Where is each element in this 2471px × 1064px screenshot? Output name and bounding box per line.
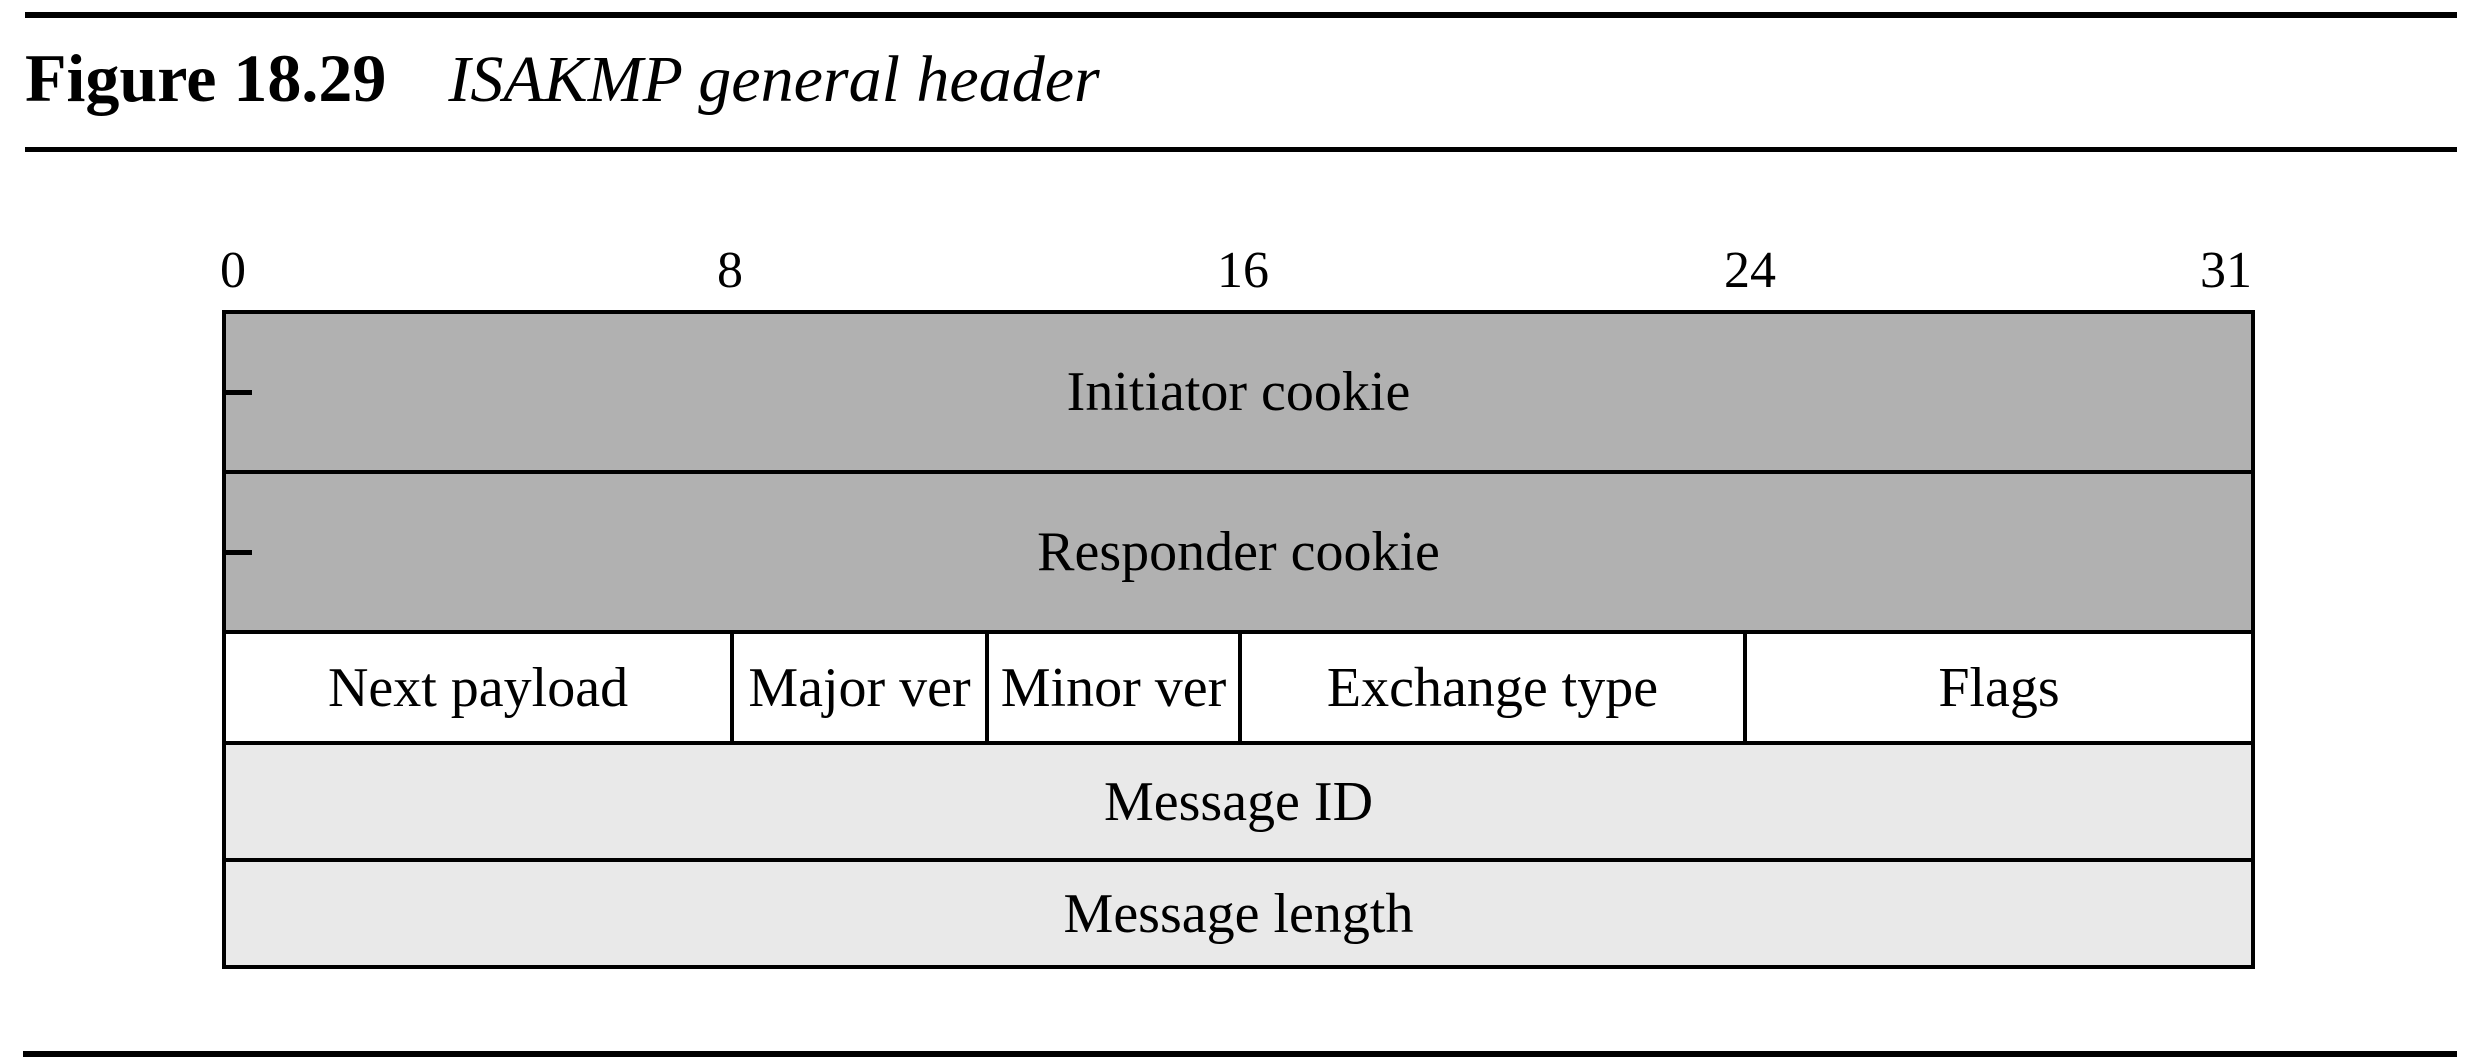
bit-label-8: 8 bbox=[717, 242, 743, 299]
cell-exchange-type: Exchange type bbox=[1238, 634, 1743, 741]
row-fields: Next payload Major ver Minor ver Exchang… bbox=[226, 634, 2251, 745]
minor-ver-label: Minor ver bbox=[1000, 656, 1227, 719]
row-responder-cookie: Responder cookie bbox=[226, 474, 2251, 634]
bit-ruler: 0 8 16 24 31 bbox=[0, 245, 2471, 297]
isakmp-header-diagram: Initiator cookie Responder cookie Next p… bbox=[222, 310, 2255, 969]
bit-label-16: 16 bbox=[1217, 242, 1269, 299]
initiator-cookie-tick bbox=[226, 390, 252, 395]
top-rule bbox=[25, 12, 2457, 18]
bit-label-24: 24 bbox=[1724, 242, 1776, 299]
flags-label: Flags bbox=[1938, 656, 2060, 719]
next-payload-label: Next payload bbox=[327, 656, 629, 719]
major-ver-label: Major ver bbox=[748, 656, 971, 719]
exchange-type-label: Exchange type bbox=[1326, 656, 1659, 719]
message-length-label: Message length bbox=[1063, 882, 1414, 945]
bit-label-0: 0 bbox=[220, 242, 246, 299]
row-message-id: Message ID bbox=[226, 745, 2251, 862]
message-id-label: Message ID bbox=[1103, 770, 1374, 833]
row-initiator-cookie: Initiator cookie bbox=[226, 314, 2251, 474]
bottom-rule bbox=[23, 1051, 2457, 1057]
responder-cookie-tick bbox=[226, 550, 252, 555]
cell-flags: Flags bbox=[1743, 634, 2251, 741]
title-rule bbox=[25, 147, 2457, 152]
initiator-cookie-label: Initiator cookie bbox=[1066, 361, 1411, 423]
row-message-length: Message length bbox=[226, 862, 2251, 965]
cell-next-payload: Next payload bbox=[226, 634, 730, 741]
cell-minor-ver: Minor ver bbox=[985, 634, 1238, 741]
figure-caption: ISAKMP general header bbox=[448, 43, 1100, 116]
responder-cookie-label: Responder cookie bbox=[1037, 521, 1440, 583]
bit-label-31: 31 bbox=[2200, 242, 2252, 299]
cell-major-ver: Major ver bbox=[730, 634, 985, 741]
figure-number: Figure 18.29 bbox=[25, 40, 387, 116]
